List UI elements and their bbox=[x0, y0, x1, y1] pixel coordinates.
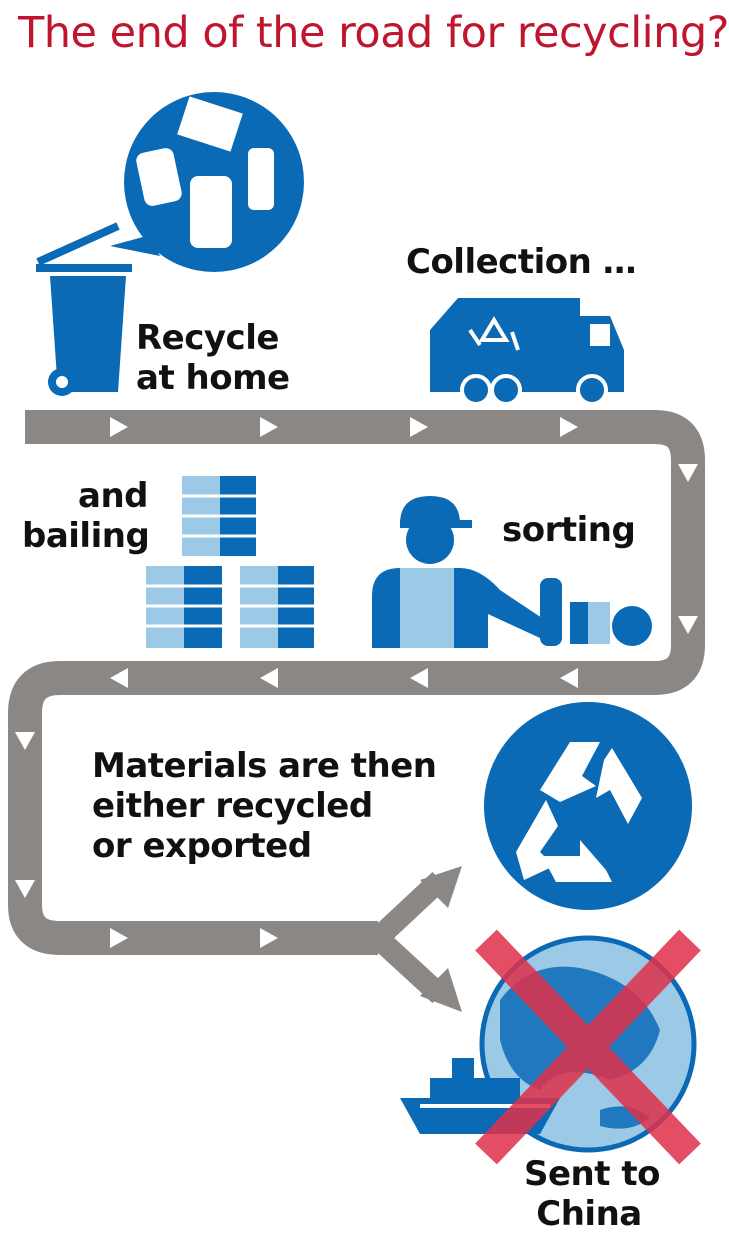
step-materials-line-3: or exported bbox=[92, 826, 312, 866]
step-collection: Collection … bbox=[406, 242, 637, 282]
step-sorting: sorting bbox=[502, 510, 636, 550]
step-materials-line-2: either recycled bbox=[92, 786, 373, 826]
step-recycle-at-home: Recycle at home bbox=[136, 318, 290, 398]
step-materials: Materials are then either recycled or ex… bbox=[92, 746, 437, 866]
page-title: The end of the road for recycling? bbox=[18, 8, 729, 58]
recycling-truck-icon bbox=[430, 298, 624, 406]
belt-arrows bbox=[15, 417, 698, 948]
step-china-line-2: China bbox=[536, 1194, 642, 1234]
step-bailing-line-2: bailing bbox=[22, 516, 150, 556]
step-materials-line-1: Materials are then bbox=[92, 746, 437, 786]
step-china-line-1: Sent to bbox=[524, 1154, 660, 1194]
step-recycle-line-2: at home bbox=[136, 358, 290, 398]
step-bailing: and bailing bbox=[22, 476, 150, 556]
step-bailing-line-1: and bbox=[78, 476, 149, 516]
step-recycle-line-1: Recycle bbox=[136, 318, 279, 358]
recycling-bin-icon bbox=[36, 92, 304, 396]
conveyor-belt bbox=[8, 410, 705, 1012]
bales-icon bbox=[146, 476, 314, 648]
red-cross-icon bbox=[475, 929, 701, 1165]
recycle-symbol-icon bbox=[484, 702, 692, 910]
sorting-worker-icon bbox=[372, 496, 652, 648]
step-sent-to-china: Sent to China bbox=[524, 1154, 660, 1234]
